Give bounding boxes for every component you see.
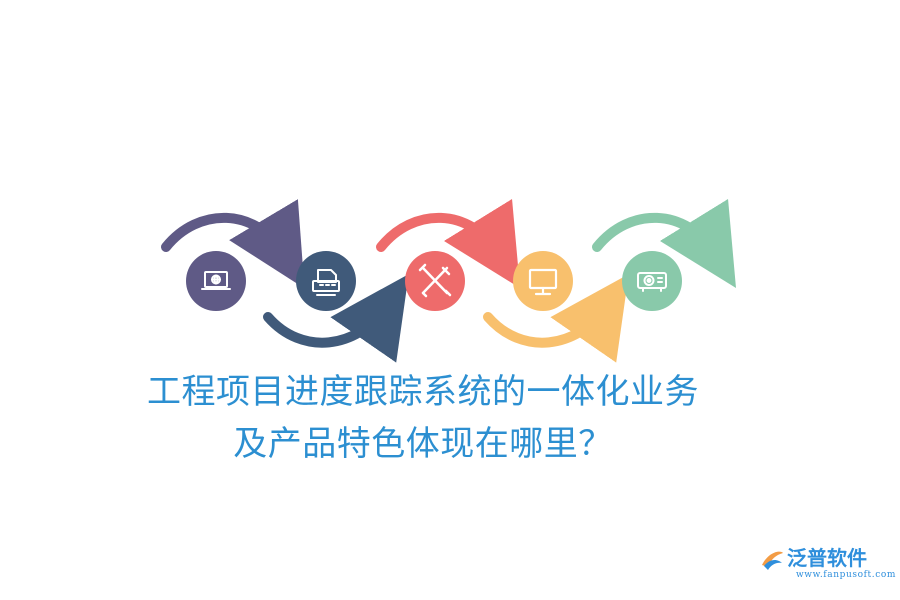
flow-arrow-1 (161, 199, 305, 289)
brand-name: 泛普软件 (787, 546, 867, 570)
flow-arrow-5 (592, 198, 737, 289)
printer-icon (312, 269, 340, 296)
flow-arrow-4 (483, 274, 629, 363)
title-line-1: 工程项目进度跟踪系统的一体化业务 (147, 372, 699, 412)
brand-logo-icon (762, 551, 783, 570)
title-line-2: 及产品特色体现在哪里？ (233, 424, 613, 464)
brand-watermark: 泛普软件 www.fanpusoft.com (758, 540, 895, 586)
flow-arrow-2 (263, 274, 409, 363)
tools-icon (418, 263, 452, 298)
laptop-globe-icon (201, 271, 231, 290)
step-1-circle (186, 251, 246, 311)
step-5-circle (622, 251, 682, 311)
monitor-icon (528, 268, 558, 296)
step-4-circle (513, 251, 573, 311)
brand-url: www.fanpusoft.com (796, 570, 896, 580)
projector-icon (637, 272, 667, 292)
page-title: 工程项目进度跟踪系统的一体化业务 及产品特色体现在哪里？ (0, 366, 846, 470)
flow-arrow-3 (376, 198, 521, 289)
